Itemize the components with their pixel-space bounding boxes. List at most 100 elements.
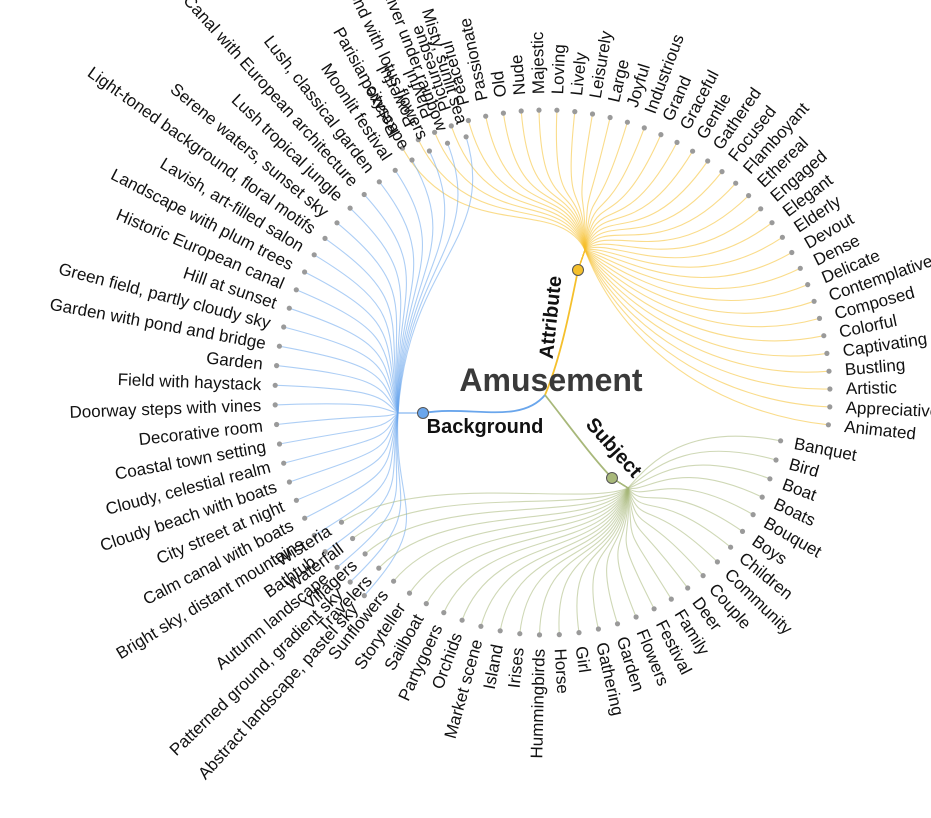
- leaf-dot: [322, 235, 328, 241]
- link-attribute: [538, 110, 586, 271]
- leaf-dot: [448, 123, 454, 129]
- leaf-dot: [281, 460, 287, 466]
- leaf-dot: [576, 630, 582, 636]
- leaf-dot: [658, 132, 664, 138]
- link-background: [296, 289, 423, 414]
- leaf-dot: [719, 169, 725, 175]
- leaf-dot: [517, 631, 523, 637]
- leaf-label-field-with-haystack: Field with haystack: [117, 370, 262, 394]
- leaf-dot: [399, 145, 406, 151]
- leaf-dot: [272, 382, 278, 388]
- leaf-dot: [478, 623, 484, 629]
- link-subject: [425, 477, 629, 604]
- link-attribute: [577, 117, 611, 271]
- leaf-dot: [624, 119, 631, 125]
- leaf-dot: [334, 220, 340, 226]
- leaf-dot: [714, 559, 721, 565]
- link-background: [304, 412, 423, 519]
- leaf-dot: [821, 333, 827, 339]
- leaf-dot: [773, 457, 779, 463]
- leaf-dot: [409, 157, 415, 163]
- link-subject: [538, 477, 629, 635]
- branch-trunks: [422, 269, 613, 479]
- link-subject: [611, 477, 655, 610]
- link-attribute: [450, 125, 586, 271]
- leaf-label-irises: Irises: [505, 647, 528, 689]
- link-subject: [519, 477, 629, 634]
- link-subject: [611, 477, 743, 532]
- link-attribute: [570, 111, 586, 271]
- leaf-dot: [500, 110, 506, 116]
- leaf-dot: [444, 140, 451, 146]
- link-subject: [611, 477, 689, 589]
- leaf-dot: [274, 363, 280, 369]
- leaf-dot: [668, 596, 674, 602]
- leaf-dot: [281, 324, 287, 330]
- trunk-subject: [544, 394, 613, 479]
- link-attribute: [577, 134, 662, 271]
- leaf-dot: [361, 593, 367, 599]
- leaf-dot: [302, 515, 308, 521]
- leaf-dot: [459, 617, 465, 623]
- leaf-label-artistic: Artistic: [846, 378, 898, 398]
- leaf-label-lively: Lively: [567, 51, 590, 97]
- link-attribute: [577, 171, 723, 271]
- leaf-dot: [274, 421, 280, 428]
- leaf-dot: [554, 107, 560, 113]
- link-attribute: [577, 182, 737, 271]
- link-background: [279, 412, 423, 445]
- leaf-dot: [651, 606, 657, 612]
- leaf-label-old: Old: [488, 70, 511, 99]
- link-background: [304, 271, 423, 414]
- link-attribute: [577, 248, 830, 408]
- leaf-dot: [423, 601, 429, 607]
- leaf-dot: [700, 573, 706, 579]
- hub-node-attribute: [572, 264, 584, 276]
- leaf-dot: [536, 107, 542, 113]
- leaf-dot: [311, 252, 317, 258]
- leaf-dot: [465, 117, 471, 124]
- leaf-dot: [322, 549, 328, 555]
- leaf-dot: [633, 614, 639, 620]
- link-subject: [611, 477, 754, 516]
- link-subject: [409, 477, 629, 594]
- link-background: [276, 365, 423, 414]
- leaf-label-appreciative: Appreciative: [845, 398, 931, 421]
- leaf-dot: [641, 125, 647, 131]
- link-background: [397, 136, 474, 414]
- link-background: [313, 254, 423, 414]
- hub-node-subject: [606, 472, 618, 484]
- link-attribute: [577, 150, 694, 271]
- leaf-dot: [483, 113, 489, 119]
- leaf-dot: [272, 402, 278, 408]
- link-attribute: [502, 113, 586, 271]
- link-attribute: [577, 142, 678, 271]
- link-attribute: [577, 248, 827, 357]
- leaf-label-bustling: Bustling: [844, 355, 906, 379]
- leaf-dot: [286, 305, 292, 311]
- link-attribute: [577, 249, 801, 290]
- leaf-dot: [334, 564, 340, 570]
- leaf-label-nude: Nude: [507, 54, 529, 96]
- link-subject: [576, 477, 629, 633]
- leaf-dot: [746, 193, 752, 199]
- leaf-dot: [685, 585, 691, 591]
- leaf-dot: [302, 269, 308, 275]
- link-background: [336, 222, 423, 414]
- leaf-label-loving: Loving: [548, 44, 569, 95]
- leaf-dot: [376, 179, 382, 185]
- leaf-dot: [536, 632, 543, 638]
- link-subject: [558, 477, 629, 635]
- link-attribute: [577, 236, 783, 271]
- leaf-dot: [778, 438, 784, 444]
- link-background: [397, 143, 459, 414]
- leaf-dot: [779, 234, 786, 240]
- leaf-dot: [797, 265, 803, 271]
- link-background: [324, 237, 423, 414]
- link-attribute: [577, 249, 808, 302]
- leaf-dot: [674, 139, 680, 145]
- leaf-dot: [690, 148, 696, 154]
- link-subject: [352, 477, 630, 539]
- link-subject: [611, 477, 763, 498]
- link-background: [336, 412, 423, 568]
